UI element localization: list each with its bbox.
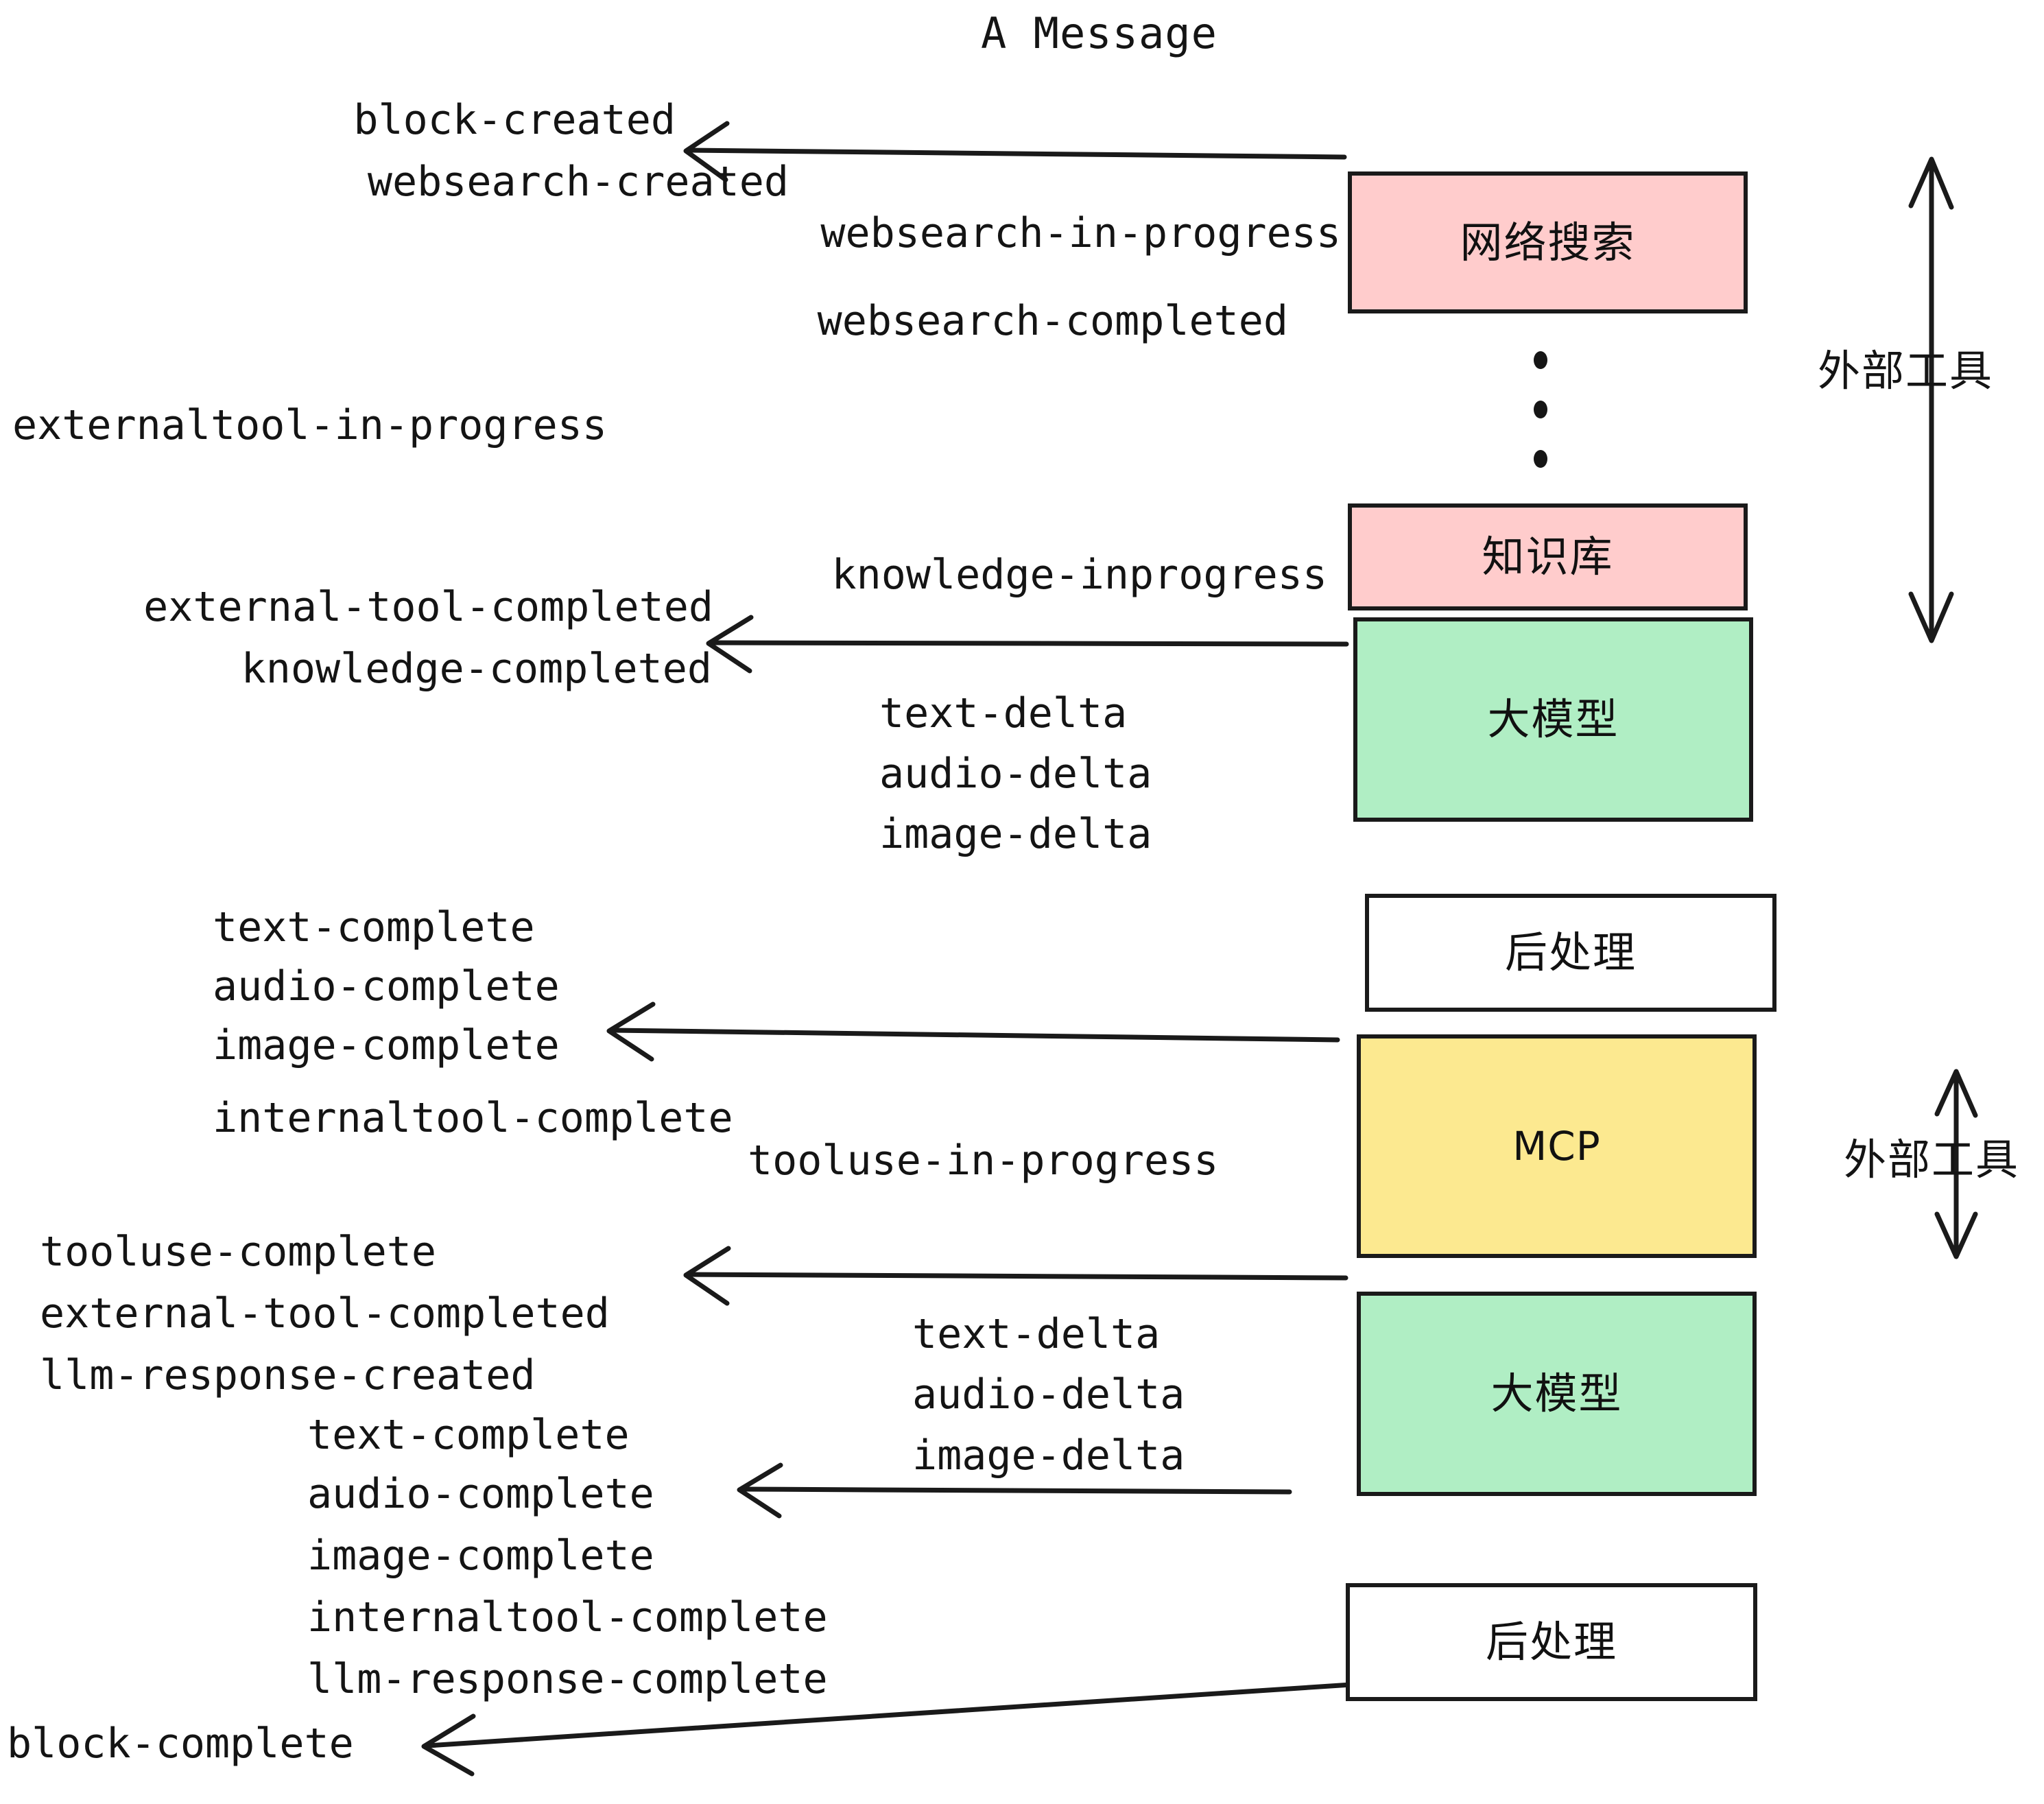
event-llm-response-complete: llm-response-complete <box>307 1655 828 1703</box>
bracket-ext-tool-top-head-up <box>1908 156 1954 210</box>
event-image-complete-1: image-complete <box>213 1021 560 1069</box>
node-mcp[interactable]: MCP <box>1357 1034 1757 1258</box>
ellipsis-dot-1 <box>1534 351 1547 369</box>
event-image-complete-2: image-complete <box>307 1532 654 1580</box>
event-knowledge-inprogress: knowledge-inprogress <box>831 551 1327 599</box>
event-text-complete-2: text-complete <box>307 1411 630 1459</box>
node-postprocess-2-label: 后处理 <box>1485 1617 1617 1667</box>
side-label-external-tool-bottom: 外部工具 <box>1844 1135 2020 1185</box>
event-external-tool-completed-1: external-tool-completed <box>143 583 713 631</box>
arrow-mcp-to-events <box>686 1272 1348 1281</box>
node-knowledge[interactable]: 知识库 <box>1348 503 1748 610</box>
diagram-title: A Message <box>981 8 1217 58</box>
event-audio-delta-1: audio-delta <box>879 750 1152 798</box>
ellipsis-dot-2 <box>1534 401 1547 418</box>
event-block-created: block-created <box>353 96 676 144</box>
node-llm-2-label: 大模型 <box>1490 1368 1623 1419</box>
node-mcp-label: MCP <box>1512 1123 1601 1170</box>
arrowhead-2 <box>706 615 754 674</box>
node-postprocess-1[interactable]: 后处理 <box>1365 894 1776 1012</box>
node-postprocess-2[interactable]: 后处理 <box>1346 1583 1757 1701</box>
arrow-llm2-to-events <box>739 1486 1292 1495</box>
event-audio-complete-2: audio-complete <box>307 1470 654 1518</box>
node-llm-1-label: 大模型 <box>1487 694 1619 744</box>
event-internaltool-complete-1: internaltool-complete <box>213 1094 733 1142</box>
arrow-postproc1-to-events <box>610 1028 1340 1043</box>
event-websearch-completed: websearch-completed <box>817 297 1288 345</box>
event-text-delta-2: text-delta <box>912 1310 1161 1358</box>
event-text-complete-1: text-complete <box>213 903 535 951</box>
ellipsis-dot-3 <box>1534 450 1547 468</box>
node-websearch-label: 网络搜索 <box>1460 217 1636 268</box>
arrowhead-4 <box>683 1246 731 1306</box>
arrowhead-3 <box>606 1001 656 1062</box>
event-image-delta-2: image-delta <box>912 1432 1185 1480</box>
event-text-delta-1: text-delta <box>879 689 1128 737</box>
event-knowledge-completed: knowledge-completed <box>241 645 712 693</box>
bracket-ext-tool-bottom-head-down <box>1934 1211 1978 1259</box>
arrowhead-5 <box>737 1462 783 1519</box>
event-internaltool-complete-2: internaltool-complete <box>307 1593 828 1641</box>
node-postprocess-1-label: 后处理 <box>1504 927 1637 977</box>
event-tooluse-complete: tooluse-complete <box>40 1228 436 1276</box>
event-websearch-created: websearch-created <box>367 158 789 206</box>
event-image-delta-1: image-delta <box>879 810 1152 858</box>
event-tooluse-in-progress: tooluse-in-progress <box>748 1137 1219 1185</box>
event-llm-response-created: llm-response-created <box>40 1351 536 1399</box>
node-websearch[interactable]: 网络搜索 <box>1348 171 1748 313</box>
bracket-ext-tool-bottom-head-up <box>1934 1069 1978 1118</box>
node-llm-1[interactable]: 大模型 <box>1353 617 1753 822</box>
side-label-external-tool-top: 外部工具 <box>1818 346 1994 396</box>
node-knowledge-label: 知识库 <box>1482 532 1614 582</box>
event-external-tool-completed-2: external-tool-completed <box>40 1290 610 1338</box>
event-externaltool-in-progress: externaltool-in-progress <box>12 401 607 449</box>
node-llm-2[interactable]: 大模型 <box>1357 1292 1757 1496</box>
bracket-ext-tool-top-head-down <box>1908 591 1954 643</box>
event-audio-complete-1: audio-complete <box>213 962 560 1010</box>
arrowhead-6 <box>421 1713 476 1777</box>
event-audio-delta-2: audio-delta <box>912 1370 1185 1419</box>
arrow-websearch-to-events <box>685 147 1347 160</box>
arrow-knowledge-to-events <box>709 640 1349 647</box>
event-websearch-in-progress: websearch-in-progress <box>820 209 1341 257</box>
event-block-complete: block-complete <box>7 1720 354 1768</box>
